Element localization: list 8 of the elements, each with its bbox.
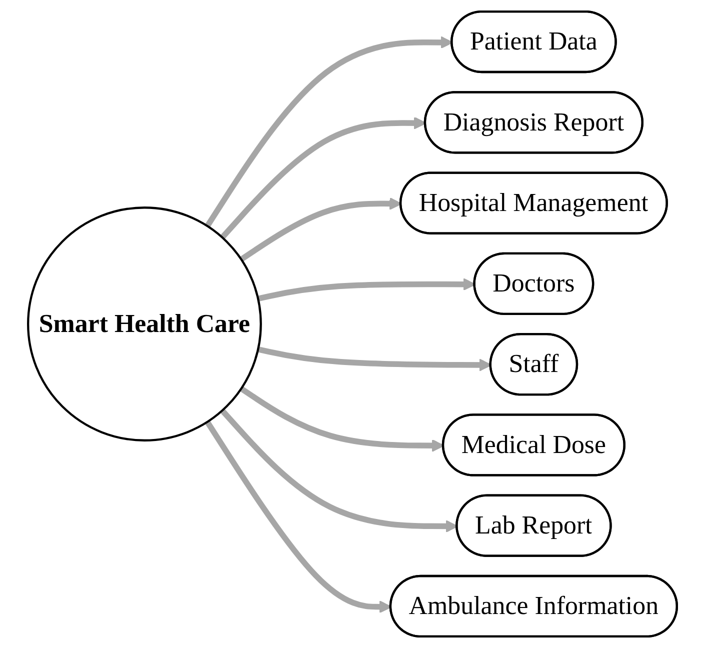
arrow xyxy=(257,278,476,302)
arrow xyxy=(204,36,453,228)
arrow xyxy=(240,386,444,452)
arrow xyxy=(220,408,458,533)
arrow xyxy=(204,420,392,614)
arrow xyxy=(240,197,402,262)
node-circle: Smart Health Care xyxy=(27,206,262,442)
arrow xyxy=(220,116,426,240)
